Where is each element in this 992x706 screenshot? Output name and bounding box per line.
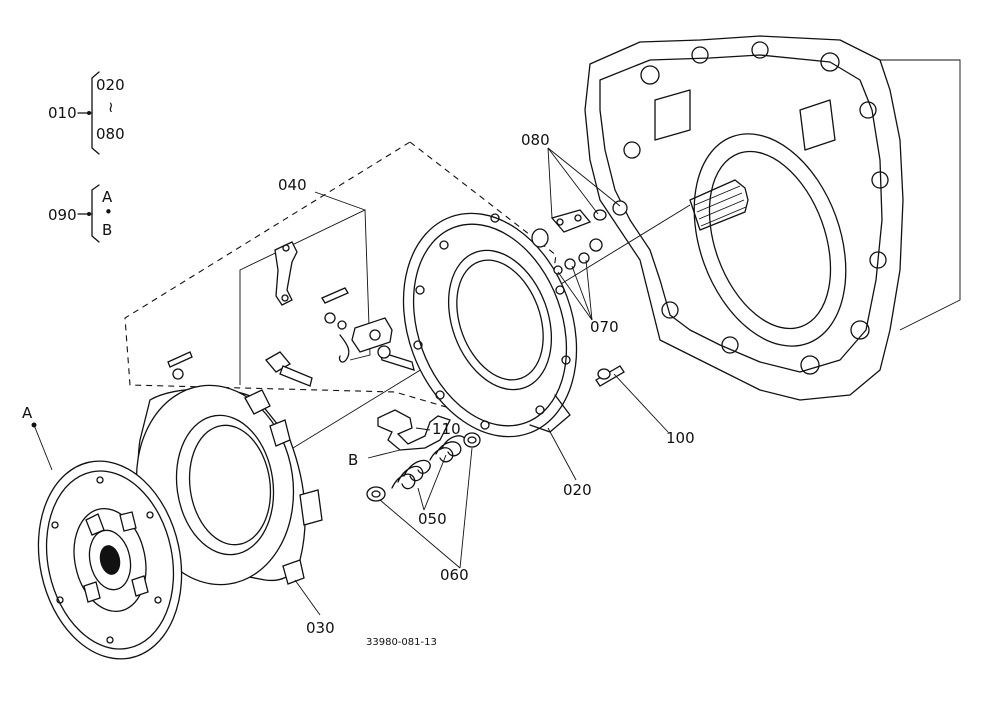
washer-060-a bbox=[366, 486, 386, 502]
callout-020: 020 bbox=[563, 481, 592, 499]
legend-kit-to: 080 bbox=[96, 125, 125, 143]
callout-070: 070 bbox=[590, 318, 619, 336]
lever-eyebolt bbox=[351, 317, 415, 371]
leader-lines bbox=[31, 147, 669, 616]
bracket-110 bbox=[377, 409, 451, 451]
callout-b: B bbox=[348, 451, 358, 469]
callout-080: 080 bbox=[521, 131, 550, 149]
legend-sub-dot: • bbox=[104, 203, 113, 221]
part-080-set bbox=[531, 200, 628, 252]
group-040-outline bbox=[124, 141, 557, 415]
clutch-disc bbox=[37, 460, 183, 660]
lever-pin bbox=[321, 287, 350, 363]
split-pin bbox=[167, 351, 193, 380]
transmission-housing bbox=[584, 35, 961, 401]
callout-050: 050 bbox=[418, 510, 447, 528]
adjusting-bolt bbox=[265, 351, 313, 387]
bolt-100 bbox=[595, 365, 625, 387]
release-lever-040 bbox=[274, 241, 298, 306]
callout-030: 030 bbox=[306, 619, 335, 637]
spring-050-a bbox=[391, 459, 431, 490]
callout-110: 110 bbox=[432, 420, 461, 438]
legend-sub-090: 090 A • B bbox=[48, 184, 113, 243]
drawing-number: 33980-081-13 bbox=[366, 637, 437, 648]
washer-060-b bbox=[463, 432, 481, 448]
legend-sub-id: 090 bbox=[48, 206, 77, 224]
callout-060: 060 bbox=[440, 566, 469, 584]
legend-kit-tilde: ≀ bbox=[108, 98, 114, 116]
legend-sub-b: B bbox=[102, 221, 112, 239]
pressure-plate-020 bbox=[402, 212, 578, 438]
legend-sub-a: A bbox=[102, 188, 113, 206]
legend-kit-id: 010 bbox=[48, 104, 77, 122]
part-070-set bbox=[553, 252, 590, 275]
callout-040: 040 bbox=[278, 176, 307, 194]
legend-kit-010: 010 020 ≀ 080 bbox=[48, 71, 125, 155]
group-040-inner-bracket bbox=[239, 209, 371, 385]
legend-kit-from: 020 bbox=[96, 76, 125, 94]
callout-a: A bbox=[22, 404, 33, 422]
callout-100: 100 bbox=[666, 429, 695, 447]
